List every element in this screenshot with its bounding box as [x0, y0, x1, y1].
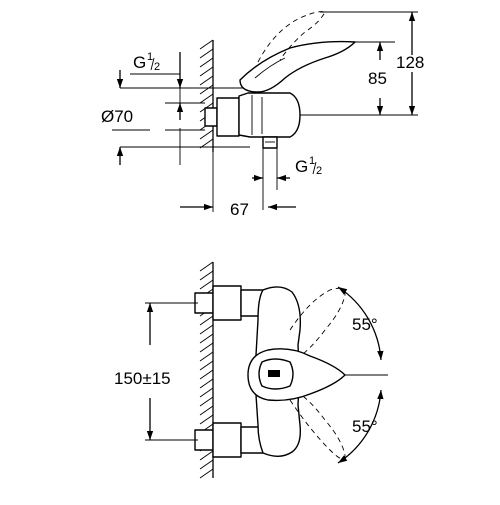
svg-text:G: G — [133, 53, 146, 72]
wall-hatch-line — [199, 351, 214, 362]
svg-text:G: G — [295, 157, 308, 176]
wall-hatch-line — [199, 315, 214, 326]
lever-side — [239, 40, 356, 93]
wall-hatch-line — [199, 324, 214, 335]
wall-hatch-line — [199, 405, 214, 416]
wall-hatch-line — [199, 48, 214, 59]
side-view: G 1 2 Ø70 G 1 2 67 85 128 — [101, 11, 424, 219]
svg-text:2: 2 — [316, 165, 322, 177]
width-label: 67 — [230, 200, 249, 219]
wall-hatch-line — [199, 450, 214, 461]
wall-hatch-line — [199, 39, 214, 50]
angle-bottom-label: 55° — [352, 417, 378, 436]
wall-hatch-line — [199, 279, 214, 290]
wall-hatch-line — [199, 57, 214, 68]
front-view: 150±15 55° 55° — [114, 261, 388, 479]
wall-hatch-line — [199, 84, 214, 95]
wall-hatch-line — [199, 342, 214, 353]
outlet-nipple — [262, 136, 278, 149]
diameter-label: Ø70 — [101, 107, 133, 126]
wall-hatch-line — [199, 75, 214, 86]
wall-hatch-line — [199, 360, 214, 371]
wall-hatch-line — [199, 93, 214, 104]
wall-hatch-line — [199, 369, 214, 380]
wall-hatch-line — [199, 138, 214, 149]
wall-hatch-line — [199, 66, 214, 77]
spacing-label: 150±15 — [114, 369, 171, 388]
wall-hatch-line — [199, 387, 214, 398]
wall-hatch-line — [199, 261, 214, 272]
thread-top-label: G 1 2 — [133, 51, 160, 73]
wall-hatch-line — [199, 129, 214, 140]
lower-escutcheon — [212, 422, 242, 458]
upper-escutcheon — [212, 285, 242, 321]
thread-bottom-label: G 1 2 — [295, 155, 322, 177]
wall-hatch-line — [199, 468, 214, 479]
height-85-label: 85 — [368, 69, 387, 88]
lever-logo — [268, 370, 280, 377]
mixer-body — [238, 92, 301, 138]
wall-connector — [204, 107, 218, 127]
height-128-label: 128 — [396, 53, 424, 72]
wall-hatch-line — [199, 396, 214, 407]
wall-hatch-line — [199, 414, 214, 425]
wall-hatch-line — [199, 333, 214, 344]
wall-hatch-line — [199, 459, 214, 470]
wall-top — [199, 39, 214, 152]
svg-text:2: 2 — [154, 61, 160, 73]
escutcheon — [216, 97, 240, 137]
wall-hatch-line — [199, 378, 214, 389]
angle-top-label: 55° — [352, 315, 378, 334]
svg-text:1: 1 — [147, 51, 153, 63]
svg-text:1: 1 — [309, 155, 315, 167]
wall-hatch-line — [199, 270, 214, 281]
